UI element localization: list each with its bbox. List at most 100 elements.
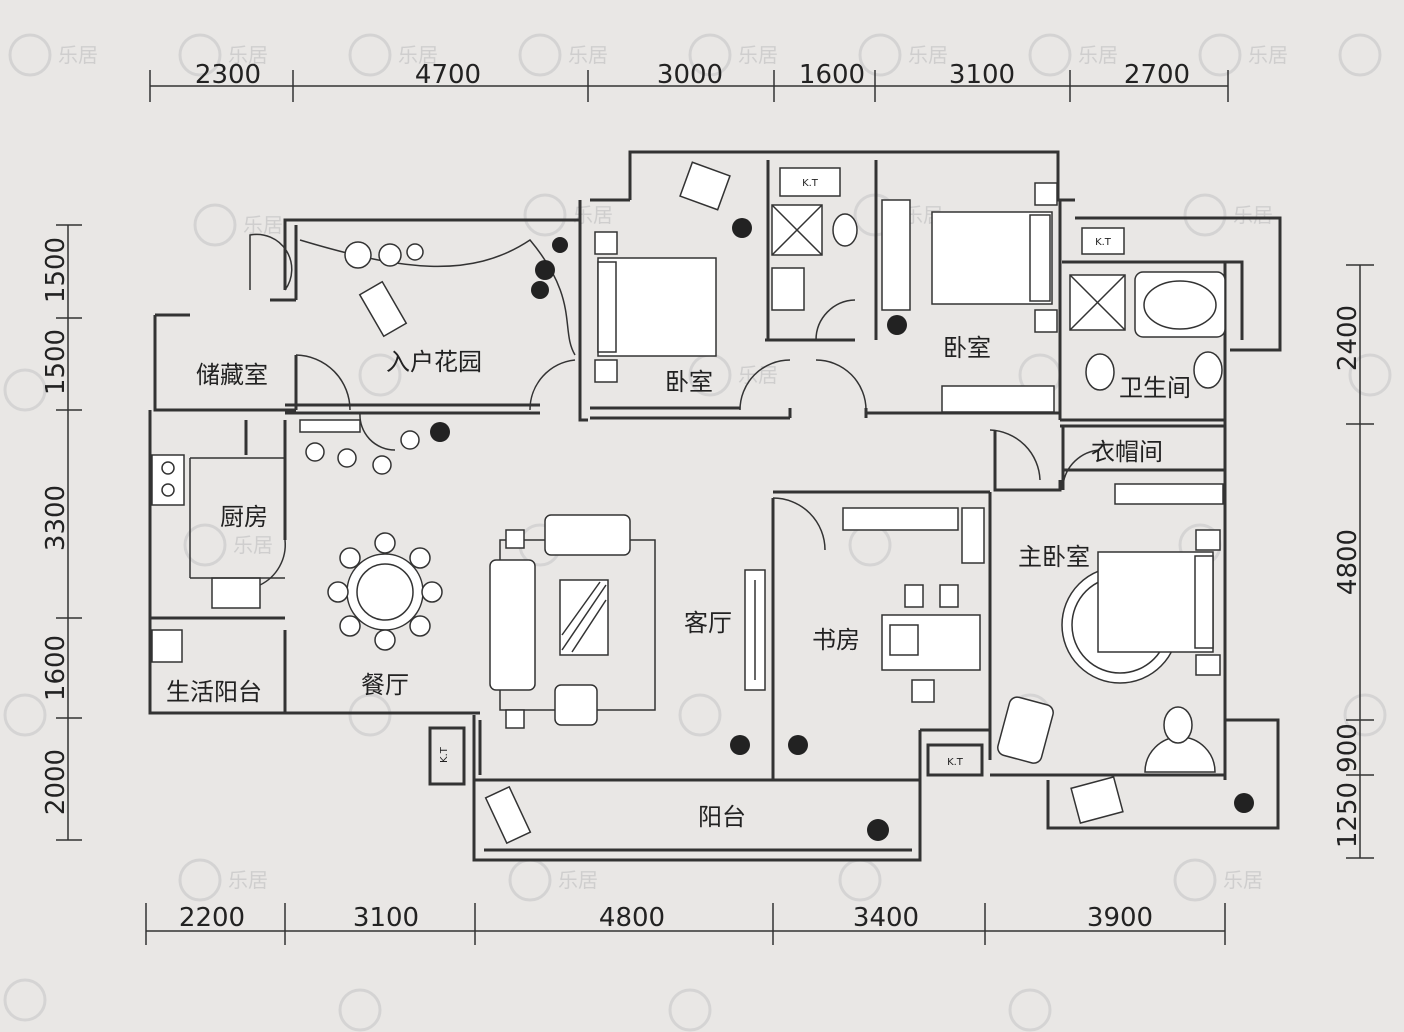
svg-text:乐居: 乐居 [568, 43, 608, 67]
armchair [997, 696, 1054, 764]
dimension-label: 2300 [195, 60, 261, 90]
dining-table [327, 532, 443, 651]
svg-text:乐居: 乐居 [1233, 203, 1273, 227]
bookshelf [842, 507, 959, 531]
dimension-label: 4700 [415, 60, 481, 90]
watermark-logo: 乐居 [193, 203, 283, 247]
watermark-logo [3, 978, 47, 1022]
room-label-study: 书房 [812, 626, 860, 654]
washing-machine [151, 629, 183, 663]
bedroom-1-bed [594, 231, 717, 383]
dimension-label: 900 [1333, 723, 1363, 773]
room-label-living: 客厅 [684, 609, 732, 637]
svg-text:乐居: 乐居 [908, 43, 948, 67]
svg-text:乐居: 乐居 [398, 43, 438, 67]
watermark-logo: 乐居 [518, 33, 608, 77]
dimension-label: 1600 [41, 635, 71, 701]
dimension-label: 3000 [657, 60, 723, 90]
potted-plant [867, 819, 889, 841]
master-bed [1061, 529, 1221, 684]
lounge-chair [679, 161, 731, 211]
dimension-label: 1600 [799, 60, 865, 90]
right-dimension-line: 2400 4800 900 1250 [1333, 264, 1374, 859]
potted-plant [1234, 793, 1254, 813]
furniture: K.T K.T K.T K.T [151, 161, 1254, 845]
svg-text:乐居: 乐居 [228, 868, 268, 892]
doors [249, 233, 1101, 586]
svg-text:乐居: 乐居 [558, 868, 598, 892]
dimension-label: 2400 [1333, 305, 1363, 371]
dimension-label: 3300 [41, 485, 71, 551]
svg-text:乐居: 乐居 [738, 43, 778, 67]
potted-plant [430, 422, 450, 442]
kt-label: K.T [947, 757, 964, 768]
lounge-chair [484, 785, 532, 845]
dimension-label: 2200 [179, 903, 245, 933]
lounge-chair [358, 280, 408, 338]
dimension-label: 4800 [599, 903, 665, 933]
watermark-logo: 乐居 [183, 523, 273, 567]
lounge-chair [1070, 776, 1124, 824]
dimension-label: 3100 [353, 903, 419, 933]
room-label-master-bedroom: 主卧室 [1018, 543, 1090, 571]
dimension-label: 3100 [949, 60, 1015, 90]
dimension-label: 2700 [1124, 60, 1190, 90]
watermark-logo [1343, 693, 1387, 737]
dimension-label: 4800 [1333, 529, 1363, 595]
room-label-kitchen: 厨房 [220, 503, 268, 531]
dimension-label: 1500 [41, 237, 71, 303]
watermark-logo [848, 523, 892, 567]
watermark-layer: 乐居 乐居 乐居 乐居 乐居 乐居 乐居 乐居 乐居 乐居 [3, 33, 1392, 1032]
svg-text:乐居: 乐居 [1248, 43, 1288, 67]
watermark-logo [678, 693, 722, 737]
left-dimension-line: 1500 1500 3300 1600 2000 [41, 224, 82, 841]
potted-plant [732, 218, 752, 238]
room-labels: 入户花园 储藏室 卧室 卧室 卫生间 衣帽间 厨房 餐厅 客厅 书房 主卧室 生… [166, 334, 1191, 831]
room-label-balcony: 阳台 [698, 803, 746, 831]
garden-plants [344, 237, 568, 299]
watermark-logo: 乐居 [1028, 33, 1118, 77]
watermark-logo: 乐居 [858, 33, 948, 77]
watermark-logo [348, 693, 392, 737]
dimension-label: 3400 [853, 903, 919, 933]
room-label-bedroom-2: 卧室 [943, 334, 991, 362]
dimension-label: 2000 [41, 749, 71, 815]
bathtub [1134, 271, 1226, 338]
watermark-logo [838, 858, 882, 902]
dimension-label: 1500 [41, 329, 71, 395]
watermark-logo: 乐居 [1173, 858, 1263, 902]
svg-text:乐居: 乐居 [228, 43, 268, 67]
watermark-logo [338, 988, 382, 1032]
svg-text:乐居: 乐居 [233, 533, 273, 557]
wardrobe [1114, 483, 1224, 505]
room-label-storage: 储藏室 [196, 361, 268, 389]
room-label-dining: 餐厅 [361, 671, 409, 699]
watermark-logo: 乐居 [688, 33, 778, 77]
watermark-logo [1338, 33, 1382, 77]
room-label-bathroom: 卫生间 [1119, 374, 1191, 402]
svg-text:乐居: 乐居 [58, 43, 98, 67]
watermark-logo: 乐居 [178, 858, 268, 902]
top-dimension-line: 2300 4700 3000 1600 3100 2700 [149, 60, 1229, 102]
room-label-entry-garden: 入户花园 [386, 348, 482, 376]
watermark-logo [3, 693, 47, 737]
bedroom-2-bed [881, 182, 1058, 413]
svg-text:乐居: 乐居 [738, 363, 778, 387]
room-label-utility-balcony: 生活阳台 [166, 678, 262, 706]
watermark-logo: 乐居 [8, 33, 98, 77]
room-label-cloakroom: 衣帽间 [1091, 438, 1163, 466]
watermark-logo: 乐居 [1198, 33, 1288, 77]
sofa-set [489, 514, 656, 729]
kitchen-sink [211, 577, 261, 609]
potted-plant [887, 315, 907, 335]
room-label-bedroom-1: 卧室 [665, 368, 713, 396]
watermark-logo [358, 353, 402, 397]
svg-text:乐居: 乐居 [1223, 868, 1263, 892]
watermark-logo [1008, 988, 1052, 1032]
bottom-dimension-line: 2200 3100 4800 3400 3900 [145, 903, 1226, 945]
potted-plant [788, 735, 808, 755]
kt-label: K.T [802, 178, 819, 189]
watermark-logo: 乐居 [1183, 193, 1273, 237]
washbasin [771, 267, 805, 311]
